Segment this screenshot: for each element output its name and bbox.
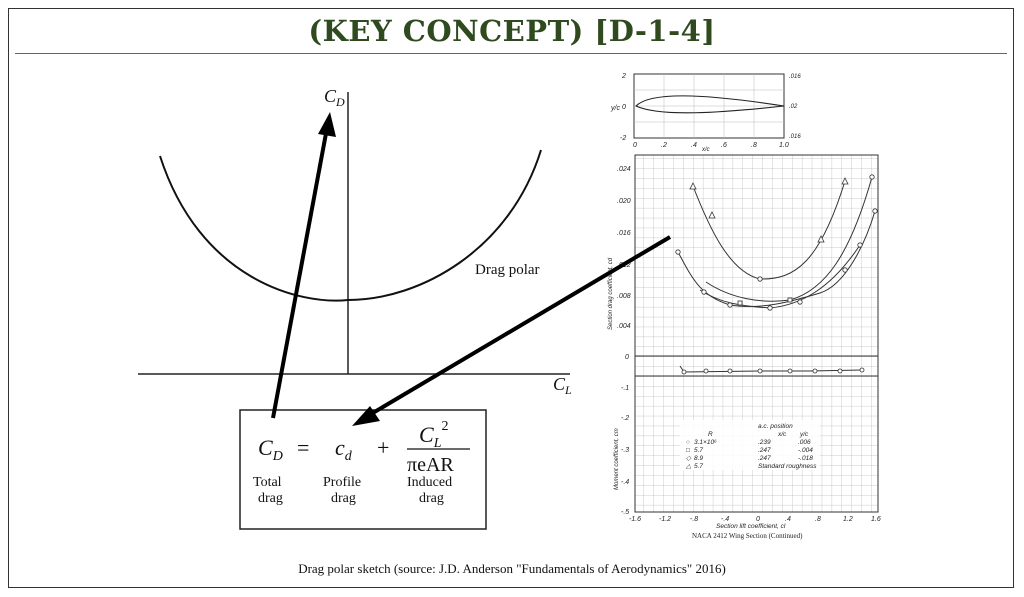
svg-text:.6: .6 <box>721 142 727 149</box>
drag-curve-c <box>705 176 873 302</box>
svg-text:.02: .02 <box>789 104 798 110</box>
eq-profile-term: cd <box>335 435 353 464</box>
sketch-y-axis-label: CD <box>324 86 345 109</box>
figure-caption: Drag polar sketch (source: J.D. Anderson… <box>298 561 726 576</box>
svg-text:△: △ <box>685 463 691 470</box>
svg-text:□: □ <box>686 447 690 454</box>
annotation-arrows <box>271 112 672 426</box>
svg-text:Section lift coefficient, cl: Section lift coefficient, cl <box>716 523 786 530</box>
arrowhead-profile-drag <box>352 406 380 426</box>
svg-text:Moment coefficient, cm: Moment coefficient, cm <box>614 428 620 490</box>
moment-markers <box>681 367 865 375</box>
drag-polar-sketch: CD CL Drag polar <box>138 86 572 397</box>
svg-text:◇: ◇ <box>686 455 692 462</box>
svg-text:-.5: -.5 <box>621 509 629 516</box>
naca-2412-chart: 2 0 -2 y/c 0 .2 .4 .6 .8 1.0 x/c .016 .0… <box>608 73 881 540</box>
svg-text:x/c: x/c <box>777 431 787 438</box>
svg-text:-.3: -.3 <box>621 447 629 454</box>
svg-text:Standard roughness: Standard roughness <box>758 463 817 470</box>
svg-text:Section drag coefficient, cd: Section drag coefficient, cd <box>608 257 614 330</box>
svg-text:5.7: 5.7 <box>694 447 703 454</box>
svg-text:.016: .016 <box>789 74 801 80</box>
slide-frame <box>8 8 1014 588</box>
svg-text:-.004: -.004 <box>798 447 813 454</box>
eq-plus: + <box>377 435 389 460</box>
svg-text:.016: .016 <box>789 134 801 140</box>
svg-text:8.9: 8.9 <box>694 455 703 462</box>
arrowhead-cd-axis <box>318 112 336 137</box>
chart-legend <box>680 420 820 470</box>
svg-text:.8: .8 <box>751 142 757 149</box>
slide-title: (KEY CONCEPT) [D-1-4] <box>308 14 716 48</box>
airfoil-grid <box>634 74 784 138</box>
eq-lhs: CD <box>258 435 283 464</box>
svg-text:.4: .4 <box>785 516 791 523</box>
svg-text:1.2: 1.2 <box>843 516 853 523</box>
svg-text:NACA 2412 Wing Section (Contin: NACA 2412 Wing Section (Continued) <box>692 532 803 540</box>
drag-polar-label: Drag polar <box>475 262 540 278</box>
svg-text:1.6: 1.6 <box>871 516 881 523</box>
svg-text:0: 0 <box>625 354 629 361</box>
svg-text:y/c: y/c <box>799 431 809 438</box>
svg-text:3.1×10⁶: 3.1×10⁶ <box>694 439 717 446</box>
svg-text:-.8: -.8 <box>690 516 698 523</box>
sketch-x-axis-label: CL <box>553 374 572 397</box>
airfoil-shape <box>635 95 785 114</box>
svg-text:○: ○ <box>686 439 690 446</box>
arrow-naca-to-profile-drag <box>364 235 672 419</box>
svg-text:-.4: -.4 <box>721 516 729 523</box>
svg-text:.024: .024 <box>617 166 631 173</box>
eq-equals: = <box>297 435 309 460</box>
svg-text:2: 2 <box>621 73 626 80</box>
svg-text:-.018: -.018 <box>798 455 813 462</box>
svg-text:.247: .247 <box>758 447 771 454</box>
svg-text:0: 0 <box>633 142 637 149</box>
svg-text:.008: .008 <box>617 293 631 300</box>
eq-numerator: CL2 <box>419 419 448 451</box>
drag-curve-a <box>677 210 876 308</box>
svg-text:.006: .006 <box>798 439 811 446</box>
svg-text:.2: .2 <box>661 142 667 149</box>
svg-text:R: R <box>708 431 713 438</box>
svg-text:1.0: 1.0 <box>779 142 789 149</box>
svg-text:-1.6: -1.6 <box>629 516 641 523</box>
svg-text:.239: .239 <box>758 439 771 446</box>
svg-text:5.7: 5.7 <box>694 463 703 470</box>
svg-text:.004: .004 <box>617 323 631 330</box>
svg-text:0: 0 <box>756 516 760 523</box>
svg-text:-.4: -.4 <box>621 479 629 486</box>
arrow-total-drag-to-cd-axis <box>271 127 329 419</box>
svg-text:.4: .4 <box>691 142 697 149</box>
svg-text:-.1: -.1 <box>621 385 629 392</box>
svg-text:a.c. position: a.c. position <box>758 423 793 430</box>
svg-text:y/c: y/c <box>610 105 620 112</box>
drag-polar-curve <box>159 149 542 302</box>
svg-text:.016: .016 <box>617 230 631 237</box>
svg-text:-.2: -.2 <box>621 415 629 422</box>
eq-denominator: πeAR <box>407 454 454 476</box>
title-divider <box>15 53 1007 54</box>
svg-text:.020: .020 <box>617 198 631 205</box>
svg-text:x/c: x/c <box>701 147 710 153</box>
svg-text:0: 0 <box>622 104 626 111</box>
svg-text:.8: .8 <box>815 516 821 523</box>
svg-text:-2: -2 <box>620 135 626 142</box>
svg-text:-1.2: -1.2 <box>659 516 671 523</box>
data-markers <box>675 174 878 311</box>
svg-text:.247: .247 <box>758 455 771 462</box>
